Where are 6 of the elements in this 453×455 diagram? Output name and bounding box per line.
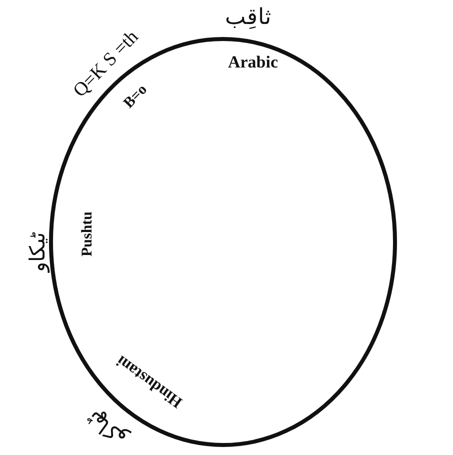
language-label: Pushtu <box>80 211 96 257</box>
language-label: Arabic <box>228 54 278 70</box>
urdu-word: ٹھاکو <box>83 406 131 450</box>
urdu-word: ٹیکاو <box>28 232 48 272</box>
urdu-word: ثاقِب <box>225 6 271 28</box>
letter-rule: B=o <box>122 82 150 112</box>
